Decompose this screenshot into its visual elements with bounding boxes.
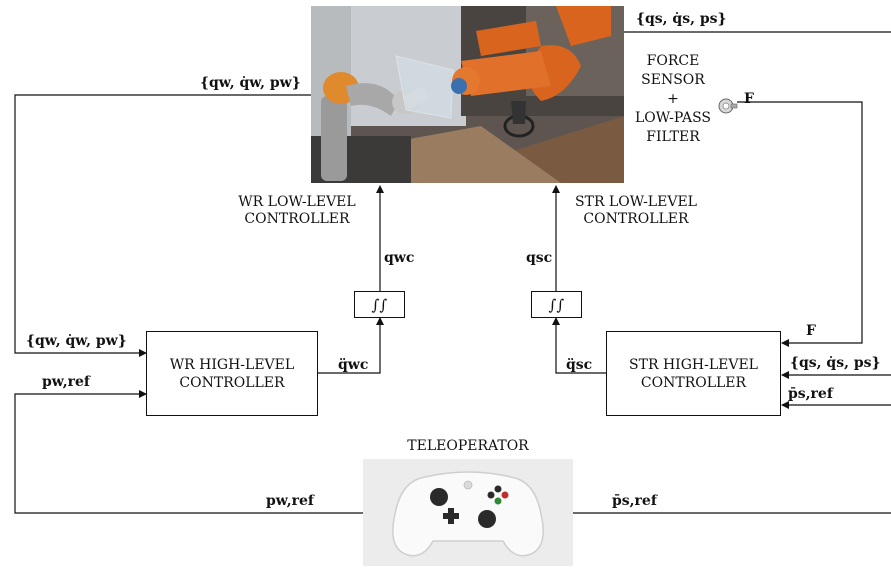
- force-label-4: LOW-PASS: [634, 110, 712, 126]
- force-label-top: F: [744, 91, 754, 107]
- str-integrator-symbol: ∫∫: [548, 295, 565, 314]
- wr-state-label-left: {qw, q̇w, pw}: [26, 333, 127, 349]
- wr-high-level-controller: WR HIGH-LEVEL CONTROLLER: [146, 331, 318, 416]
- force-label-5: FILTER: [646, 129, 700, 145]
- wr-qc-label: qwc: [384, 250, 415, 266]
- force-label-right: F: [806, 323, 816, 339]
- gamepad-photo: [363, 459, 573, 566]
- str-state-label-right: {qs, q̇s, ps}: [790, 355, 881, 371]
- wr-low-label-1: WR LOW-LEVEL: [238, 194, 356, 210]
- force-sensor-filter-label: FORCE SENSOR + LOW-PASS FILTER: [624, 52, 722, 147]
- wr-low-label-2: CONTROLLER: [244, 211, 350, 227]
- str-acc-label: q̈sc: [566, 357, 593, 373]
- str-ref-label-bottom: p̄s,ref: [612, 493, 657, 509]
- wr-reference-line: [14, 390, 363, 514]
- str-qc-label: qsc: [526, 250, 553, 266]
- force-sensor-icon: [718, 98, 738, 114]
- str-high-label-1: STR HIGH-LEVEL: [629, 356, 758, 373]
- str-ref-label-right: p̄s,ref: [788, 386, 833, 402]
- teleoperator-label: TELEOPERATOR: [407, 438, 529, 454]
- wr-low-level-label: WR LOW-LEVEL CONTROLLER: [222, 194, 372, 228]
- str-state-label-top: {qs, q̇s, ps}: [636, 11, 727, 27]
- str-low-level-label: STR LOW-LEVEL CONTROLLER: [560, 194, 712, 228]
- str-high-label-2: CONTROLLER: [640, 374, 747, 391]
- force-label-2: SENSOR: [641, 72, 705, 88]
- wr-integrator-block: ∫∫: [354, 291, 405, 318]
- force-label-3: +: [667, 91, 679, 107]
- wr-high-label-1: WR HIGH-LEVEL: [169, 356, 295, 373]
- wr-integrator-symbol: ∫∫: [371, 295, 388, 314]
- force-label-1: FORCE: [646, 53, 700, 69]
- wr-ref-label-bottom: pw,ref: [266, 493, 314, 509]
- force-line: [737, 101, 863, 347]
- str-low-label-2: CONTROLLER: [583, 211, 689, 227]
- wr-ref-label-left: pw,ref: [42, 374, 90, 390]
- wr-acc-line: [318, 317, 384, 374]
- wr-high-label-2: CONTROLLER: [179, 374, 285, 391]
- wr-state-label-top: {qw, q̇w, pw}: [200, 75, 301, 91]
- str-high-level-controller: STR HIGH-LEVEL CONTROLLER: [606, 331, 781, 416]
- robots-photo: [311, 6, 624, 183]
- str-low-label-1: STR LOW-LEVEL: [575, 194, 697, 210]
- str-acc-line: [552, 317, 606, 374]
- wr-acc-label: q̈wc: [338, 357, 369, 373]
- str-integrator-block: ∫∫: [531, 291, 582, 318]
- wr-state-feedback-line: [14, 94, 311, 357]
